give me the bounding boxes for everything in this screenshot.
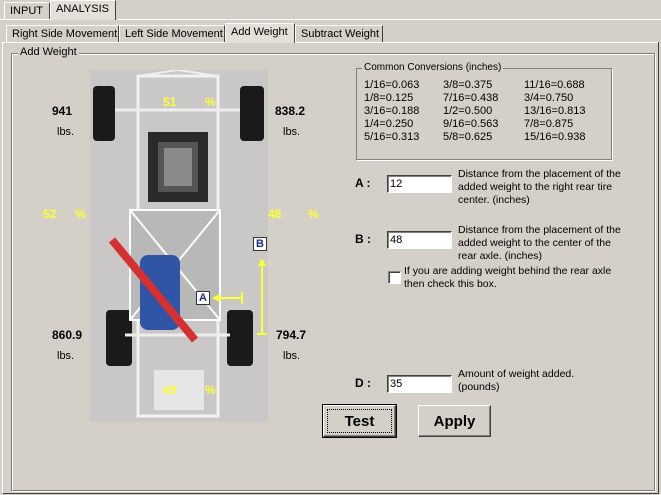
tab-right-side-movement-label: Right Side Movement [12, 28, 118, 40]
right-pct-sign: % [308, 207, 319, 221]
subtab-baseline-left [2, 42, 225, 43]
conversion-cell: 5/8=0.625 [443, 131, 493, 143]
car-chassis-image: A B [90, 70, 268, 422]
front-pct-sign: % [205, 95, 216, 109]
rear-pct-sign: % [205, 383, 216, 397]
tab-left-side-movement-label: Left Side Movement [125, 28, 223, 40]
field-d-description: Amount of weight added. (pounds) [458, 368, 575, 393]
field-b-description: Distance from the placement of the added… [458, 224, 621, 262]
rear-pct: 49 [163, 383, 177, 397]
add-weight-group [11, 53, 655, 491]
field-b-label: B : [355, 232, 371, 246]
tab-left-side-movement[interactable]: Left Side Movement [119, 25, 225, 43]
tab-subtract-weight[interactable]: Subtract Weight [295, 25, 383, 43]
conversion-cell: 1/4=0.250 [364, 118, 414, 130]
rear-right-weight: 794.7 [276, 328, 307, 342]
tab-baseline-right [116, 19, 661, 20]
tab-panel [2, 42, 659, 494]
tab-analysis-label: ANALYSIS [56, 3, 109, 15]
conversion-cell: 13/16=0.813 [524, 105, 586, 117]
tab-analysis[interactable]: ANALYSIS [50, 0, 116, 20]
conversion-cell: 1/16=0.063 [364, 79, 420, 91]
marker-b: B [253, 237, 267, 251]
apply-button[interactable]: Apply [418, 405, 491, 437]
conversion-cell: 9/16=0.563 [443, 118, 499, 130]
conversions-title: Common Conversions (inches) [362, 62, 504, 73]
distance-b-input[interactable] [387, 231, 452, 249]
tab-input-label: INPUT [10, 5, 43, 17]
subtab-baseline-right [295, 42, 659, 43]
distance-a-input[interactable] [387, 175, 452, 193]
tab-subtract-weight-label: Subtract Weight [301, 28, 380, 40]
left-pct-sign: % [75, 207, 86, 221]
front-right-weight: 838.2 [275, 104, 306, 118]
conversion-cell: 3/16=0.188 [364, 105, 420, 117]
behind-axle-checkbox[interactable] [388, 271, 401, 284]
left-pct: 52 [43, 207, 57, 221]
front-right-lbs: lbs. [283, 126, 301, 138]
conversion-cell: 3/4=0.750 [524, 92, 574, 104]
conversion-cell: 7/8=0.875 [524, 118, 574, 130]
field-d-label: D : [355, 376, 371, 390]
tab-input[interactable]: INPUT [4, 2, 50, 20]
tab-baseline-left [0, 19, 50, 20]
conversion-cell: 3/8=0.375 [443, 79, 493, 91]
conversion-cell: 5/16=0.313 [364, 131, 420, 143]
weight-added-input[interactable] [387, 375, 452, 393]
test-button[interactable]: Test [322, 404, 397, 438]
conversion-cell: 15/16=0.938 [524, 131, 586, 143]
rear-left-weight: 860.9 [52, 328, 83, 342]
right-pct: 48 [268, 207, 282, 221]
front-pct: 51 [163, 95, 177, 109]
conversion-cell: 1/2=0.500 [443, 105, 493, 117]
car-chassis-drawing [93, 70, 267, 418]
field-a-label: A : [355, 176, 371, 190]
tab-add-weight[interactable]: Add Weight [225, 23, 295, 43]
marker-a: A [196, 291, 210, 305]
conversion-cell: 7/16=0.438 [443, 92, 499, 104]
conversion-cell: 11/16=0.688 [524, 79, 585, 91]
front-left-lbs: lbs. [57, 126, 75, 138]
conversion-cell: 1/8=0.125 [364, 92, 414, 104]
rear-right-lbs: lbs. [283, 350, 301, 362]
rear-left-lbs: lbs. [57, 350, 75, 362]
tab-right-side-movement[interactable]: Right Side Movement [6, 25, 119, 43]
front-left-weight: 941 [52, 104, 73, 118]
field-a-description: Distance from the placement of the added… [458, 168, 621, 206]
tab-add-weight-label: Add Weight [231, 26, 288, 38]
behind-axle-label: If you are adding weight behind the rear… [404, 265, 612, 290]
group-title: Add Weight [18, 46, 79, 58]
